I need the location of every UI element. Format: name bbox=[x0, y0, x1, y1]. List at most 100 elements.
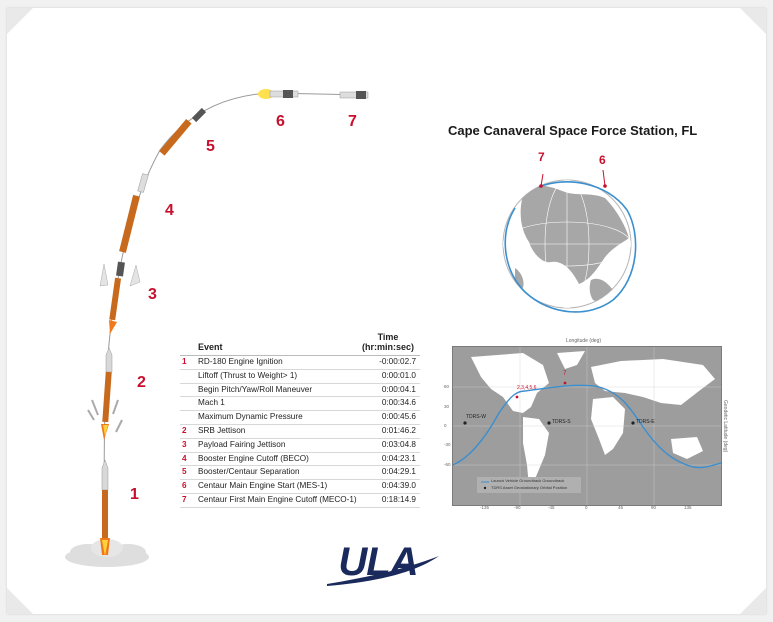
row-event: Centaur Main Engine Start (MES-1) bbox=[198, 481, 328, 491]
row-number: 3 bbox=[182, 439, 187, 449]
x-tick: -45 bbox=[548, 505, 555, 510]
row-event: Centaur First Main Engine Cutoff (MECO-1… bbox=[198, 494, 357, 504]
table-row: 5 Booster/Centaur Separation 0:04:29.1 bbox=[180, 466, 420, 481]
table-row: 3 Payload Fairing Jettison 0:03:04.8 bbox=[180, 439, 420, 453]
rocket-stage-5 bbox=[159, 107, 207, 156]
poster-sheet bbox=[7, 8, 766, 614]
rocket-stage-7 bbox=[339, 91, 369, 99]
row-event: Begin Pitch/Yaw/Roll Maneuver bbox=[198, 384, 313, 394]
rocket-stage-3 bbox=[99, 261, 141, 334]
x-tick: -90 bbox=[514, 505, 521, 510]
row-number: 6 bbox=[182, 481, 187, 491]
table-row: 6 Centaur Main Engine Start (MES-1) 0:04:3… bbox=[180, 480, 420, 494]
row-event: Booster/Centaur Separation bbox=[198, 467, 300, 477]
row-time: 0:00:01.0 bbox=[381, 370, 416, 380]
map-right-axis-label: Geodetic Latitude (deg) bbox=[722, 400, 728, 453]
row-time: 0:04:29.1 bbox=[381, 467, 416, 477]
stage-marker-5: 5 bbox=[206, 138, 215, 155]
rocket-stage-2 bbox=[87, 347, 123, 440]
tdrs-label: TDRS-S bbox=[552, 419, 571, 425]
site-title: Cape Canaveral Space Force Station, FL bbox=[448, 123, 698, 138]
row-time: 0:04:23.1 bbox=[381, 453, 416, 463]
x-tick: 90 bbox=[651, 505, 657, 510]
row-event: Booster Engine Cutoff (BECO) bbox=[198, 453, 309, 463]
row-time: 0:00:45.6 bbox=[381, 412, 416, 422]
stage-marker-2: 2 bbox=[137, 374, 146, 391]
x-tick: 45 bbox=[618, 505, 624, 510]
row-time: 0:00:34.6 bbox=[381, 398, 416, 408]
table-row: Maximum Dynamic Pressure 0:00:45.6 bbox=[180, 411, 420, 425]
corner-fold bbox=[7, 588, 33, 614]
tdrs-w-marker bbox=[463, 421, 467, 425]
map-y-ticks: 60 30 0 -30 -60 bbox=[444, 346, 452, 504]
row-time: 0:04:39.0 bbox=[381, 481, 416, 491]
tdrs-label: TDRS-E bbox=[636, 419, 655, 425]
tdrs-s-marker bbox=[547, 421, 551, 425]
y-tick: -30 bbox=[444, 442, 451, 447]
row-event: Maximum Dynamic Pressure bbox=[198, 412, 303, 422]
row-event: Payload Fairing Jettison bbox=[198, 439, 286, 449]
globe-marker-6: 6 bbox=[599, 153, 606, 167]
event-header: Event bbox=[198, 342, 223, 352]
rocket-stage-4 bbox=[119, 173, 149, 253]
row-number: 4 bbox=[182, 453, 187, 463]
map-legend-box bbox=[477, 477, 581, 493]
y-tick: 30 bbox=[444, 404, 450, 409]
ula-logo: ULA bbox=[323, 540, 443, 588]
time-header-line-2: (hr:min:sec) bbox=[361, 342, 414, 352]
logo-swoosh bbox=[327, 556, 439, 586]
tdrs-e-marker bbox=[631, 421, 635, 425]
map-legend-item: TDRS Asset Geostationary Orbital Positio… bbox=[491, 485, 568, 490]
stage-marker-1: 1 bbox=[130, 486, 139, 503]
row-number: 1 bbox=[182, 357, 187, 366]
x-tick: 135 bbox=[684, 505, 692, 510]
y-tick: 60 bbox=[444, 384, 450, 389]
corner-fold bbox=[740, 8, 766, 34]
stage-marker-6: 6 bbox=[276, 113, 285, 130]
groundtrack-line bbox=[453, 384, 721, 469]
row-time: 0:01:46.2 bbox=[381, 425, 416, 435]
rocket-stage-6 bbox=[258, 89, 299, 99]
map-top-axis-label: Longitude (deg) bbox=[566, 338, 602, 344]
row-number: 7 bbox=[182, 494, 187, 504]
stage-marker-4: 4 bbox=[165, 202, 174, 219]
stage-marker-3: 3 bbox=[148, 286, 157, 303]
continents bbox=[471, 351, 715, 487]
x-tick: -135 bbox=[480, 505, 490, 510]
y-tick: 0 bbox=[444, 423, 447, 428]
tdrs-label: TDRS-W bbox=[466, 414, 486, 420]
row-time: 0:18:14.9 bbox=[381, 494, 416, 504]
corner-fold bbox=[7, 8, 33, 34]
row-event: SRB Jettison bbox=[198, 425, 246, 435]
table-row: 2 SRB Jettison 0:01:46.2 bbox=[180, 425, 420, 439]
groundtrack-map: TDRS-W TDRS-S TDRS-E 2,3,4,5,6 7 Launch … bbox=[452, 346, 722, 506]
time-header-line-1: Time bbox=[377, 332, 399, 342]
row-event: Mach 1 bbox=[198, 398, 225, 408]
globe-orbit-track bbox=[504, 181, 637, 313]
table-row: 7 Centaur First Main Engine Cutoff (MECO-… bbox=[180, 494, 420, 508]
map-x-ticks: -135 -90 -45 0 45 90 135 bbox=[452, 505, 722, 513]
rocket-stage-1 bbox=[100, 459, 110, 556]
row-number: 2 bbox=[182, 425, 187, 435]
table-row: Liftoff (Thrust to Weight> 1)0:00:01.0 bbox=[180, 370, 420, 384]
table-row: 4 Booster Engine Cutoff (BECO) 0:04:23.1 bbox=[180, 453, 420, 467]
x-tick: 0 bbox=[585, 505, 588, 510]
table-row: Mach 1 0:00:34.6 bbox=[180, 397, 420, 412]
row-number: 5 bbox=[182, 467, 187, 477]
time-header: Time (hr:min:sec) bbox=[362, 332, 414, 352]
row-time: -0:00:02.7 bbox=[379, 357, 416, 366]
globe-view bbox=[502, 169, 637, 313]
event-marker bbox=[563, 381, 567, 385]
events-table-header: Event Time (hr:min:sec) bbox=[180, 332, 420, 356]
map-event-label: 2,3,4,5,6 bbox=[517, 385, 537, 391]
row-time: 0:00:04.1 bbox=[381, 384, 416, 394]
globe-marker-7: 7 bbox=[538, 150, 545, 164]
corner-fold bbox=[740, 588, 766, 614]
event-marker bbox=[515, 395, 519, 399]
stage-marker-7: 7 bbox=[348, 113, 357, 130]
groundtrack-map-graphic bbox=[453, 347, 721, 505]
row-time: 0:03:04.8 bbox=[381, 439, 416, 449]
